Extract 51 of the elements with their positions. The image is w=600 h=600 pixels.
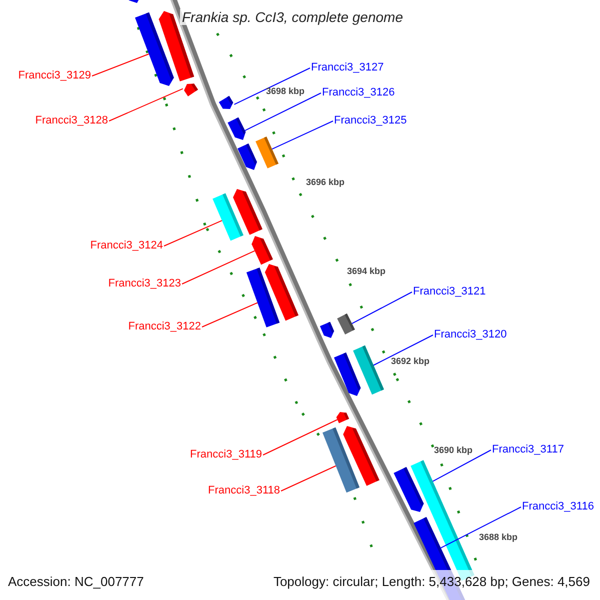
gene-bar [336, 412, 350, 424]
gene-bar [233, 189, 262, 235]
gene-label: Francci3_3125 [334, 114, 407, 128]
gene-label: Francci3_3127 [311, 62, 384, 74]
gene-label: Francci3_3124 [90, 240, 163, 252]
scale-label: 3694 kbp [347, 266, 386, 277]
gene-label: Francci3_3128 [35, 114, 108, 128]
gene-bar [320, 322, 334, 338]
leader-line [244, 92, 322, 132]
leader-line [202, 302, 258, 328]
gene-label: Francci3_3129 [18, 70, 91, 82]
leader-line [164, 220, 222, 246]
scale-label: 3690 kbp [434, 445, 473, 456]
leader-line [440, 506, 522, 548]
leader-line [262, 419, 338, 456]
leader-line [272, 120, 334, 150]
leader-line [182, 250, 256, 284]
leader-line [373, 334, 434, 366]
gene-label: Francci3_3119 [190, 448, 262, 462]
gene-bar [353, 345, 384, 395]
title: Frankia sp. CcI3, complete genome [180, 9, 405, 25]
leader-line [280, 465, 336, 492]
leader-line [234, 68, 310, 105]
leader-line [351, 292, 412, 324]
gene-label: Francci3_3116 [522, 500, 594, 514]
gene-bar [228, 117, 246, 140]
gene-label: Francci3_3120 [434, 328, 507, 342]
scale-label: 3692 kbp [391, 356, 430, 367]
scale-label: 3696 kbp [306, 177, 345, 188]
gene-bar [218, 96, 234, 109]
leader-line [432, 450, 492, 482]
scale-label: 3698 kbp [266, 86, 305, 97]
gene-label: Francci3_3123 [108, 278, 181, 290]
leader-line [92, 54, 150, 76]
gene-label: Francci3_3121 [413, 286, 486, 298]
gene-label: Francci3_3117 [492, 444, 564, 456]
gene-bar [337, 314, 355, 334]
gene-bar [252, 236, 273, 265]
gene-bar [238, 144, 257, 170]
gene-bar [264, 264, 298, 321]
leader-line [108, 88, 184, 122]
gene-bar [334, 352, 361, 396]
accession-text: Accession: NC_007777 [8, 574, 144, 590]
genome-info-text: Topology: circular; Length: 5,433,628 bp; Genes: 4,569 [273, 574, 590, 590]
gene-label: Francci3_3122 [128, 320, 201, 334]
gene-bar [184, 84, 198, 96]
scale-label: 3688 kbp [479, 532, 518, 543]
gene-label: Francci3_3126 [322, 86, 395, 100]
gene-label: Francci3_3118 [208, 484, 280, 498]
gene-bar [256, 136, 278, 168]
gene-bar [343, 426, 380, 486]
